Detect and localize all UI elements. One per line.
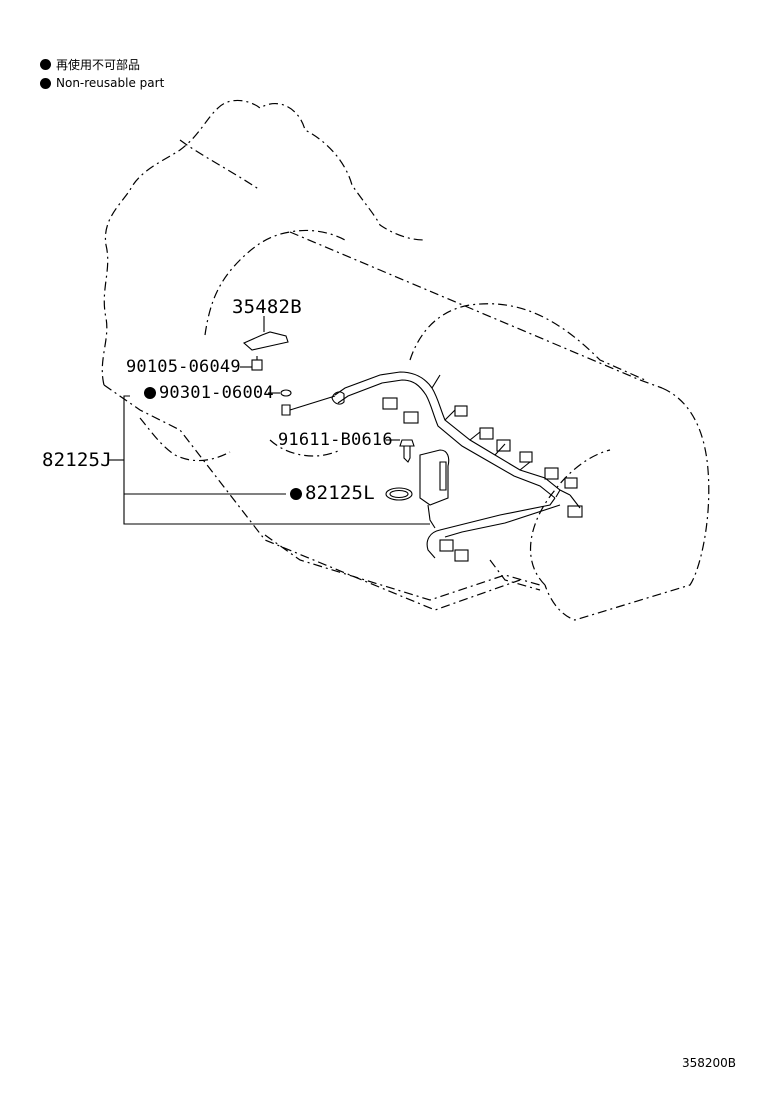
case-bottom-outline xyxy=(103,384,521,611)
legend-text-ja: 再使用不可部品 xyxy=(56,58,141,72)
part-label-90105: 90105-06049 xyxy=(126,357,241,377)
part-label-82125j: 82125J xyxy=(42,449,112,471)
legend-text-en: Non-reusable part xyxy=(56,76,165,90)
part-label-82125l: 82125L xyxy=(290,482,375,504)
sensor-plug xyxy=(281,404,291,416)
bullet-icon xyxy=(40,77,51,89)
bell-housing-outline xyxy=(101,99,426,386)
case-top-outline xyxy=(289,231,663,389)
part-label-91611: 91611-B0616 xyxy=(278,430,393,450)
part-label-35482b: 35482B xyxy=(232,296,302,318)
legend-item-en: Non-reusable part xyxy=(40,76,164,90)
part-label-90301: 90301-06004 xyxy=(144,383,274,403)
o-ring-82125l xyxy=(385,487,413,501)
part-code-82125l: 82125L xyxy=(305,482,375,504)
lower-inner-outline xyxy=(269,439,341,457)
o-ring-90301 xyxy=(280,389,292,397)
bullet-icon xyxy=(40,59,51,70)
oil-pan-outline xyxy=(264,534,541,601)
pan-flange-outline xyxy=(489,559,541,591)
case-mid-outline xyxy=(409,303,646,381)
wiring-harness-82125j xyxy=(334,371,571,496)
bell-lower-outline xyxy=(139,417,231,462)
part-code-90301: 90301-06004 xyxy=(159,383,274,403)
bell-inner-outline xyxy=(204,229,346,336)
bolt-91611 xyxy=(399,439,415,447)
legend-item-ja: 再使用不可部品 xyxy=(40,56,140,73)
case-tail-outline xyxy=(530,449,611,586)
bell-rim-outline xyxy=(179,139,261,191)
bracket-line-82125j xyxy=(123,395,430,525)
main-connector xyxy=(419,449,450,506)
bullet-icon xyxy=(290,488,302,500)
case-right-outline xyxy=(544,387,710,621)
bracket-35482b xyxy=(242,331,289,351)
figure-code: 358200B xyxy=(681,1056,736,1070)
bullet-icon xyxy=(144,387,156,399)
bolt-90105 xyxy=(251,359,263,371)
